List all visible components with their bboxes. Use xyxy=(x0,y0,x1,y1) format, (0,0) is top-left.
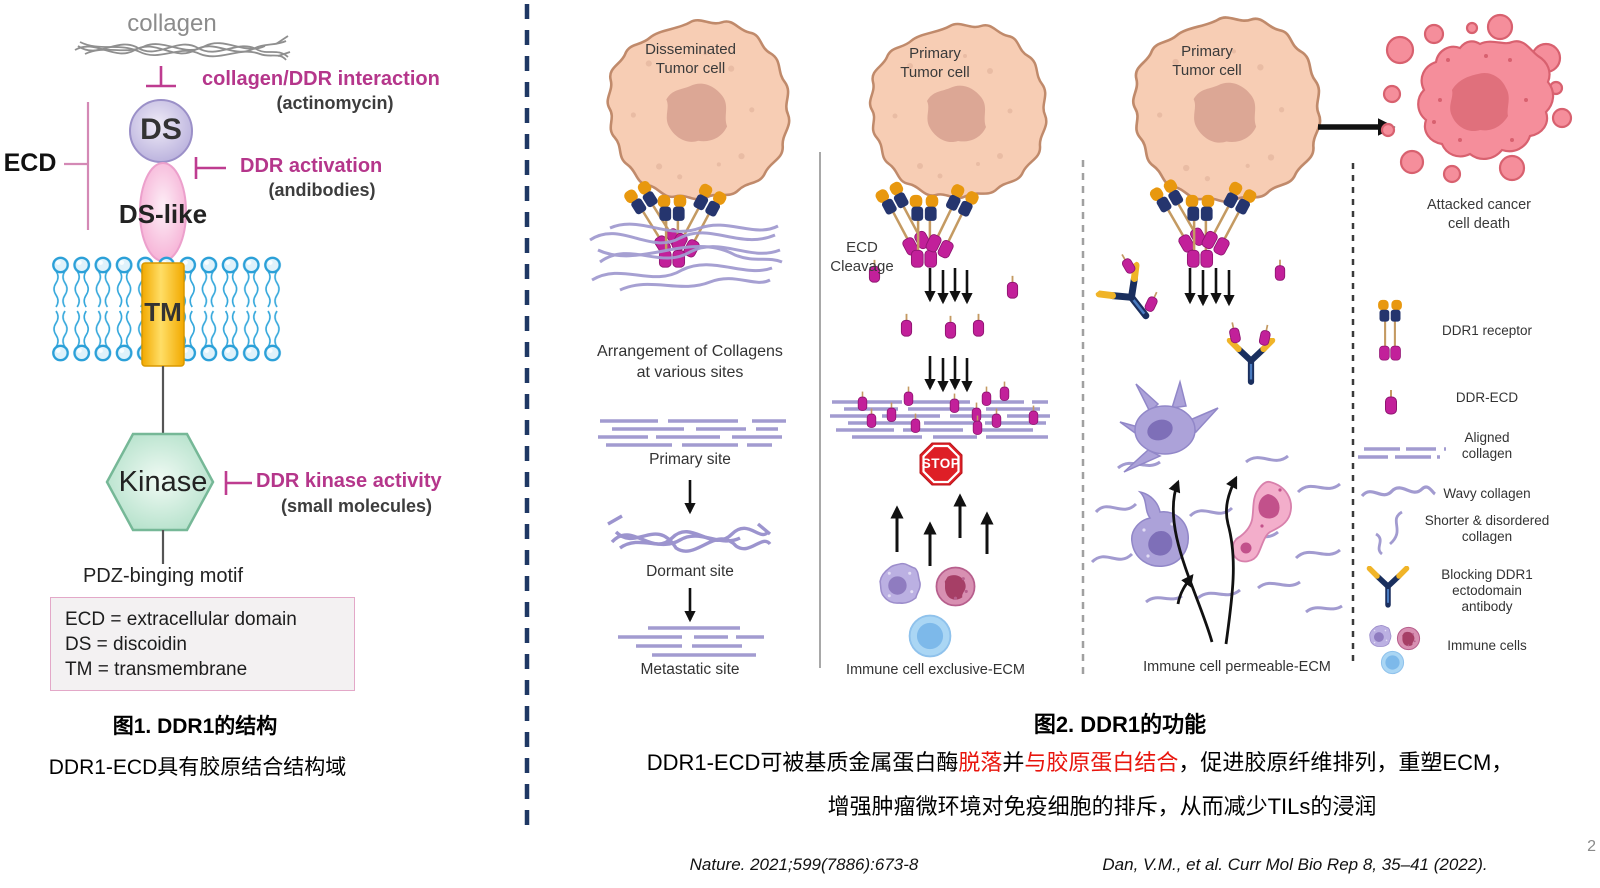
collagen-label: collagen xyxy=(127,10,217,37)
dendritic-cell-upper xyxy=(1119,379,1219,473)
interaction-drug-label: (actinomycin) xyxy=(276,93,394,113)
legend-label-receptor: DDR1 receptor xyxy=(1441,323,1533,338)
fig2-caption-line1: DDR1-ECD可被基质金属蛋白酶脱落并与胶原蛋白结合，促进胶原纤维排列，重塑E… xyxy=(578,745,1582,777)
citation-nature: Nature. 2021;599(7886):673-8 xyxy=(689,855,919,874)
tm-domain-label: TM xyxy=(144,297,182,327)
stop-sign-label: STOP xyxy=(921,456,961,471)
immune-cell-blue xyxy=(908,614,952,658)
antibody-capturing-ecd-2 xyxy=(1226,320,1273,381)
arrows-ecd-falling-1 xyxy=(924,268,973,305)
stop-sign xyxy=(919,442,963,486)
kinase-activity-drug-label: (small molecules) xyxy=(280,496,433,516)
aligned-ecm-with-ecd xyxy=(830,400,1050,439)
arrows-ecd-falling-3 xyxy=(1184,268,1235,307)
dormant-site-label: Dormant site xyxy=(646,563,734,580)
arrows-immune-permeating xyxy=(1168,475,1238,645)
caption-seg4-red: 与胶原蛋白结合 xyxy=(1024,750,1179,775)
ds-domain-shape xyxy=(129,99,193,163)
primary-site-label: Primary site xyxy=(649,451,731,468)
kinase-activity-label: DDR kinase activity xyxy=(256,470,442,492)
disordered-collagen-col3 xyxy=(1090,454,1343,614)
fig2-title: 图2. DDR1的功能 xyxy=(1033,712,1207,737)
immune-cells-excluded xyxy=(879,562,976,658)
fig1-inhibition-tbar-interaction xyxy=(146,66,176,88)
metastatic-site-collagen xyxy=(618,626,764,657)
fig1-subtitle: DDR1-ECD具有胶原结合结构域 xyxy=(48,756,347,779)
legend-icon-wavy-collagen xyxy=(1360,485,1437,498)
collagen-mat-cell1 xyxy=(589,222,783,292)
fig1-inhibition-tbar-activation xyxy=(194,157,226,179)
free-ecd-col3 xyxy=(1274,258,1286,282)
legend-icon-ddr-ecd xyxy=(1384,388,1398,416)
dendritic-cell-lower xyxy=(1131,490,1189,567)
ds-domain-label: DS xyxy=(140,113,182,146)
abbreviation-box: ECD = extracellular domain DS = discoidi… xyxy=(50,597,355,691)
kinase-domain-shape xyxy=(105,432,215,532)
page-number: 2 xyxy=(1587,838,1596,855)
legend-label-ddr-ecd: DDR-ECD xyxy=(1455,390,1519,405)
primary-site-collagen xyxy=(598,419,788,447)
caption-seg2-red: 脱落 xyxy=(958,750,1003,775)
fig1-collagen-fibers xyxy=(74,35,291,61)
caption-seg3: 并 xyxy=(1002,750,1025,775)
fig1-inhibition-tbar-kinase xyxy=(224,471,252,495)
arrows-ecd-falling-2 xyxy=(924,356,973,393)
fig1-ecd-bracket xyxy=(64,102,90,230)
immune-cell-pink-col3 xyxy=(1231,480,1292,563)
legend-label-immune: Immune cells xyxy=(1447,638,1527,653)
interaction-label: collagen/DDR interaction xyxy=(202,68,440,90)
legend-icon-blocking-antibody xyxy=(1369,568,1406,604)
legend-icon-disordered-collagen xyxy=(1375,510,1403,556)
antibody-capturing-ecd-1 xyxy=(1099,251,1164,330)
activation-drug-label: (andibodies) xyxy=(268,180,376,200)
ds-like-domain-label: DS-like xyxy=(118,199,208,229)
fig2-caption-line2: 增强肿瘤微环境对免疫细胞的排斥，从而减少TILs的浸润 xyxy=(827,794,1377,819)
immune-cell-pink xyxy=(935,566,976,607)
ecm-permeable-label: Immune cell permeable-ECM xyxy=(1143,659,1331,675)
attacked-cancer-cell xyxy=(1380,13,1573,184)
ecd-label: ECD xyxy=(3,149,57,177)
ecm-exclusive-label: Immune cell exclusive-ECM xyxy=(846,662,1025,678)
arrows-immune-blocked xyxy=(890,493,994,566)
caption-seg5: ，促进胶原纤维排列，重塑ECM， xyxy=(1178,750,1514,775)
legend-icon-ddr1-receptor xyxy=(1376,298,1404,362)
fig1-title: 图1. DDR1的结构 xyxy=(112,715,278,738)
metastatic-site-label: Metastatic site xyxy=(640,661,740,678)
activation-label: DDR activation xyxy=(240,155,383,177)
citation-currmolbio: Dan, V.M., et al. Curr Mol Bio Rep 8, 35… xyxy=(1102,855,1488,874)
legend-label-wavy: Wavy collagen xyxy=(1443,486,1531,501)
caption-seg1: DDR1-ECD可被基质金属蛋白酶 xyxy=(646,750,959,775)
abbrev-ds: DS = discoidin xyxy=(65,634,187,655)
legend-icon-aligned-collagen xyxy=(1358,447,1446,459)
abbrev-ecd: ECD = extracellular domain xyxy=(65,609,297,630)
kinase-domain-label: Kinase xyxy=(118,466,208,498)
immune-cell-purple xyxy=(879,562,921,604)
dormant-site-collagen xyxy=(607,514,772,553)
pdz-motif-label: PDZ-binging motif xyxy=(82,565,244,587)
abbrev-tm: TM = transmembrane xyxy=(65,659,248,680)
